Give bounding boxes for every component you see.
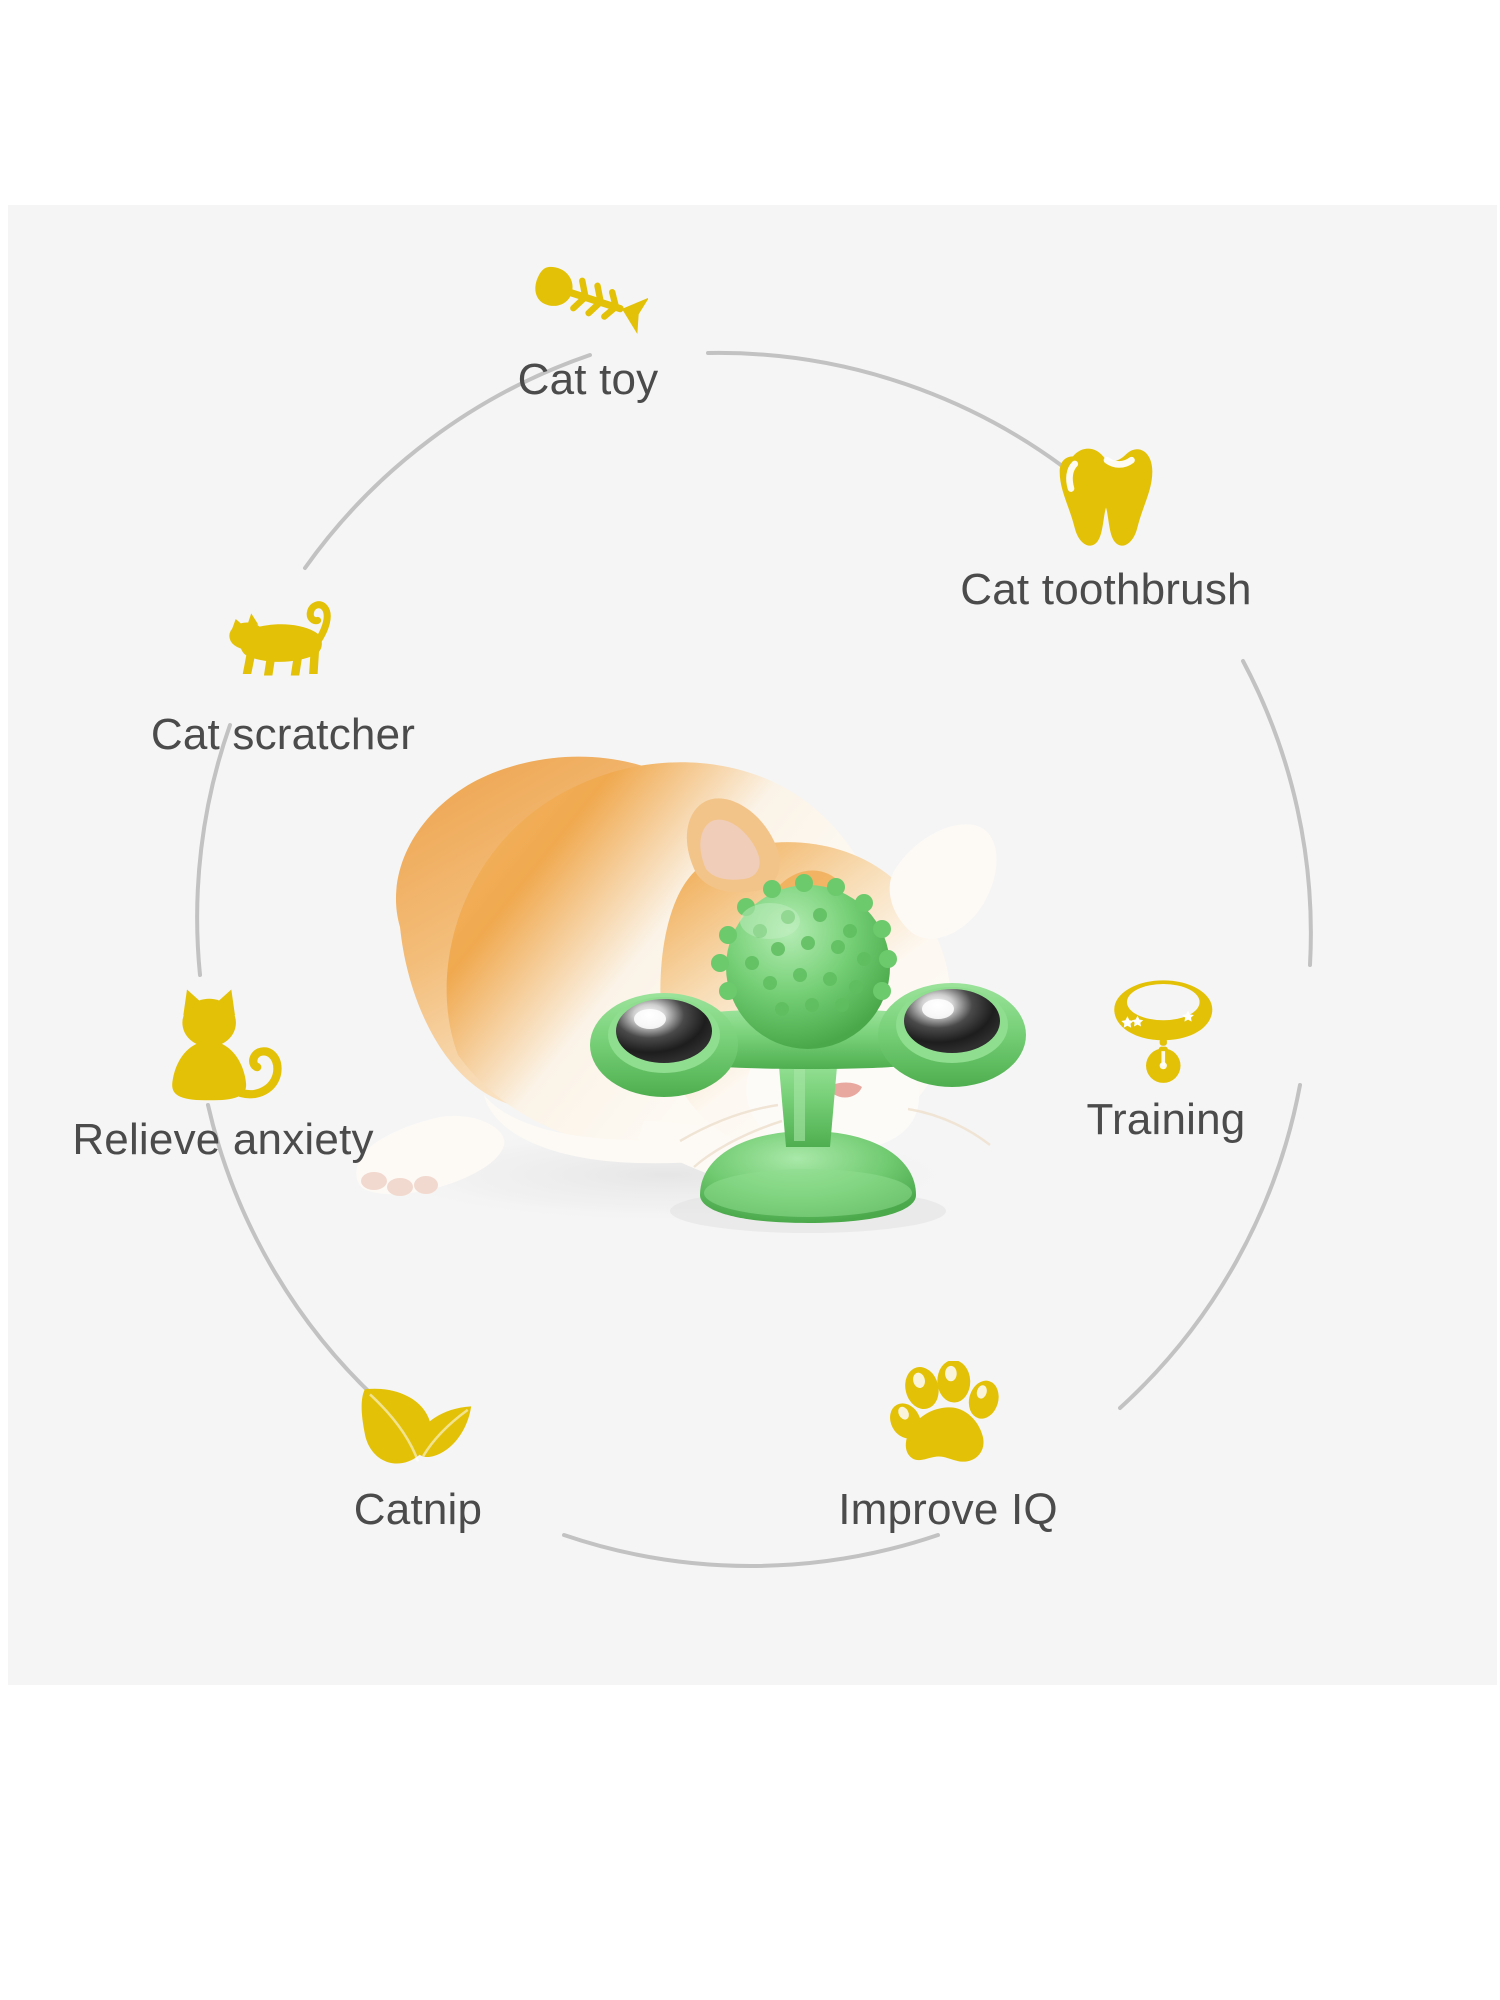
tooth-icon — [1046, 445, 1166, 555]
feature-label: Cat toothbrush — [960, 565, 1252, 614]
kitten-illustration — [356, 756, 997, 1200]
feature-cat-toy[interactable]: Cat toy — [418, 235, 758, 405]
feature-cat-toothbrush[interactable]: Cat toothbrush — [936, 445, 1276, 615]
feature-label: Catnip — [353, 1485, 483, 1534]
kitten-product-photo — [308, 535, 1068, 1345]
toy-spiky-ball — [711, 874, 897, 1049]
fishbone-icon — [528, 235, 648, 345]
ring-arc-7 — [195, 723, 232, 977]
kitten-ear-left-inner — [700, 819, 760, 880]
feature-label: Relieve anxiety — [72, 1115, 374, 1164]
feature-training[interactable]: Training — [996, 975, 1336, 1145]
toy-ball-highlight — [740, 903, 800, 939]
feature-label: Training — [1086, 1095, 1246, 1144]
feature-label: Improve IQ — [838, 1485, 1058, 1534]
toy-left-marble — [616, 999, 712, 1063]
paw-print-icon — [888, 1361, 1008, 1475]
toy-stem — [778, 1055, 838, 1147]
windmill-cat-toy — [590, 874, 1026, 1233]
feature-relieve-anxiety[interactable]: Relieve anxiety — [53, 989, 393, 1165]
cat-collar-icon — [1106, 975, 1226, 1085]
kitten-paw-toes — [361, 1172, 438, 1196]
kitten-whiskers — [679, 1103, 991, 1168]
walking-cat-icon — [223, 590, 343, 700]
kitten-nose — [828, 1082, 862, 1098]
toy-base-highlight — [704, 1169, 912, 1217]
feature-label: Cat scratcher — [150, 710, 416, 759]
ring-arc-5 — [562, 1533, 940, 1568]
toy-right-marble — [904, 989, 1000, 1053]
feature-cat-scratcher[interactable]: Cat scratcher — [113, 590, 453, 760]
feature-improve-iq[interactable]: Improve IQ — [778, 1361, 1118, 1535]
kitten-ear-right — [889, 824, 997, 939]
catnip-leaf-icon — [358, 1365, 478, 1475]
sitting-cat-icon — [163, 989, 283, 1105]
kitten-front-left-leg — [356, 1115, 505, 1195]
toy-stem-highlight — [794, 1063, 805, 1141]
toy-right-marble-highlight — [922, 999, 954, 1019]
feature-label: Cat toy — [517, 355, 659, 404]
ring-arc-3 — [1241, 659, 1313, 967]
toy-left-marble-highlight — [634, 1009, 666, 1029]
feature-catnip[interactable]: Catnip — [248, 1365, 588, 1535]
content-panel: Cat toy Cat toothbrush — [8, 205, 1497, 1685]
